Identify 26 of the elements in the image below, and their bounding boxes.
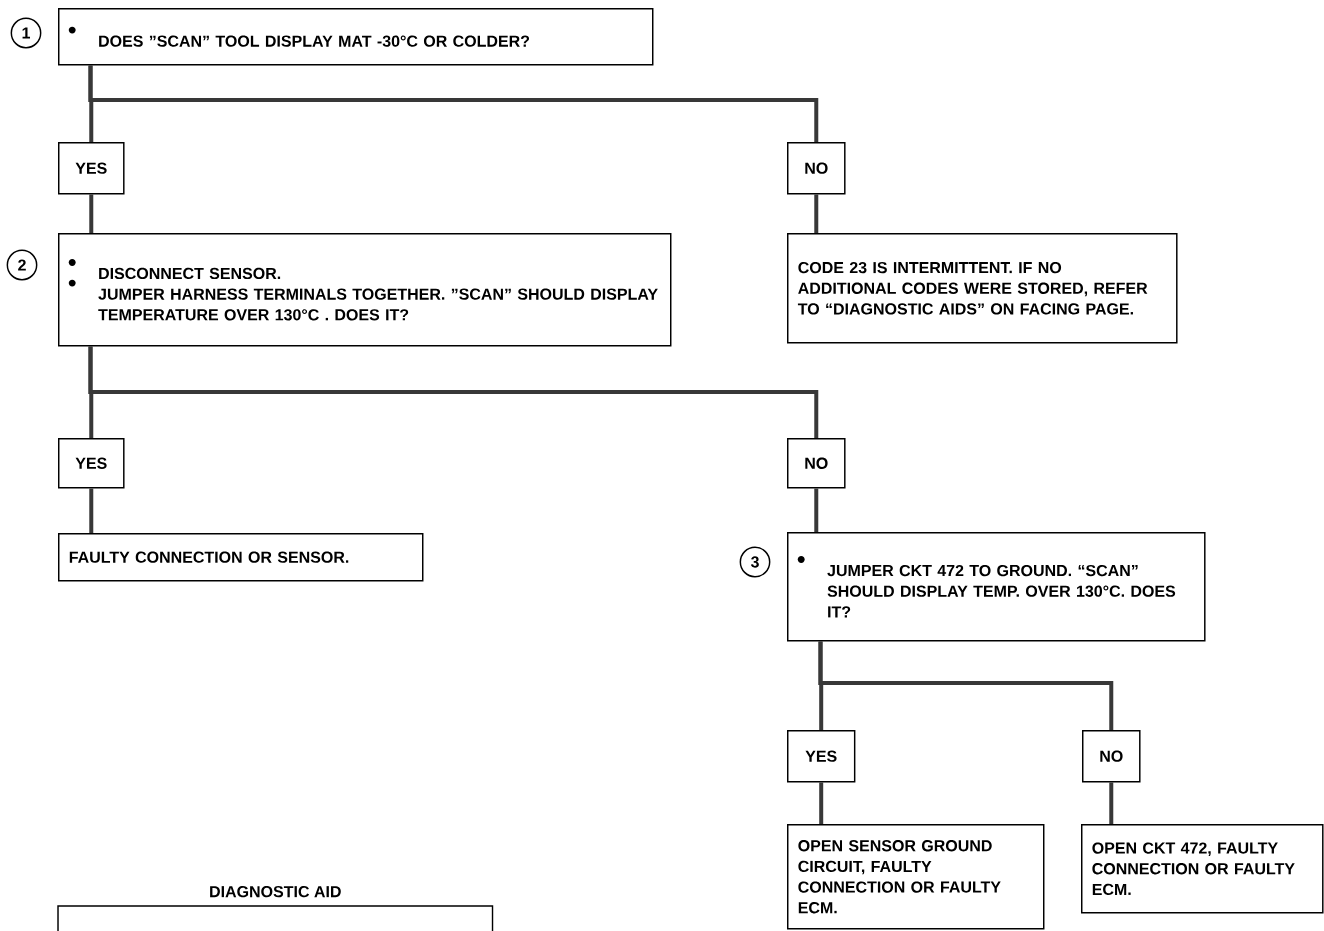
answer-box: NO <box>1082 730 1141 783</box>
step-number: 1 <box>10 17 42 49</box>
question-box: DOES ”SCAN” TOOL DISPLAY MAT -30°C OR COLDER? <box>58 8 654 66</box>
connector-line <box>1109 782 1114 824</box>
connector-line <box>89 488 94 533</box>
question-box: DISCONNECT SENSOR. JUMPER HARNESS TERMINALS TOGETHER. ”SCAN” SHOULD DISPLAY TEMPERATURE OVER 130°C . DOES IT? <box>58 233 672 347</box>
question-box: JUMPER CKT 472 TO GROUND. “SCAN” SHOULD DISPLAY TEMP. OVER 130°C. DOES IT? <box>787 532 1206 642</box>
connector-line <box>89 194 94 233</box>
connector-line <box>818 641 1114 730</box>
result-box: FAULTY CONNECTION OR SENSOR. <box>58 533 424 582</box>
diagnostic-aid-box: DIAGNOSTIC AID <box>57 885 494 931</box>
answer-box: YES <box>787 730 856 783</box>
step-number: 3 <box>739 546 771 578</box>
answer-box: YES <box>58 438 125 489</box>
answer-box: NO <box>787 142 846 195</box>
result-box: OPEN CKT 472, FAULTY CONNECTION OR FAULTY ECM. <box>1081 824 1324 914</box>
answer-box: YES <box>58 142 125 195</box>
result-box: CODE 23 IS INTERMITTENT. IF NO ADDITIONAL CODES WERE STORED, REFER TO “DIAGNOSTIC AIDS” ON FACING PAGE. <box>787 233 1178 344</box>
answer-box: NO <box>787 438 846 489</box>
connector-line <box>814 488 819 532</box>
result-box: OPEN SENSOR GROUND CIRCUIT, FAULTY CONNECTION OR FAULTY ECM. <box>787 824 1045 930</box>
connector-line <box>814 194 819 233</box>
connector-line <box>88 65 819 142</box>
connector-line <box>88 346 819 438</box>
step-number: 2 <box>6 249 38 281</box>
connector-line <box>819 782 824 824</box>
